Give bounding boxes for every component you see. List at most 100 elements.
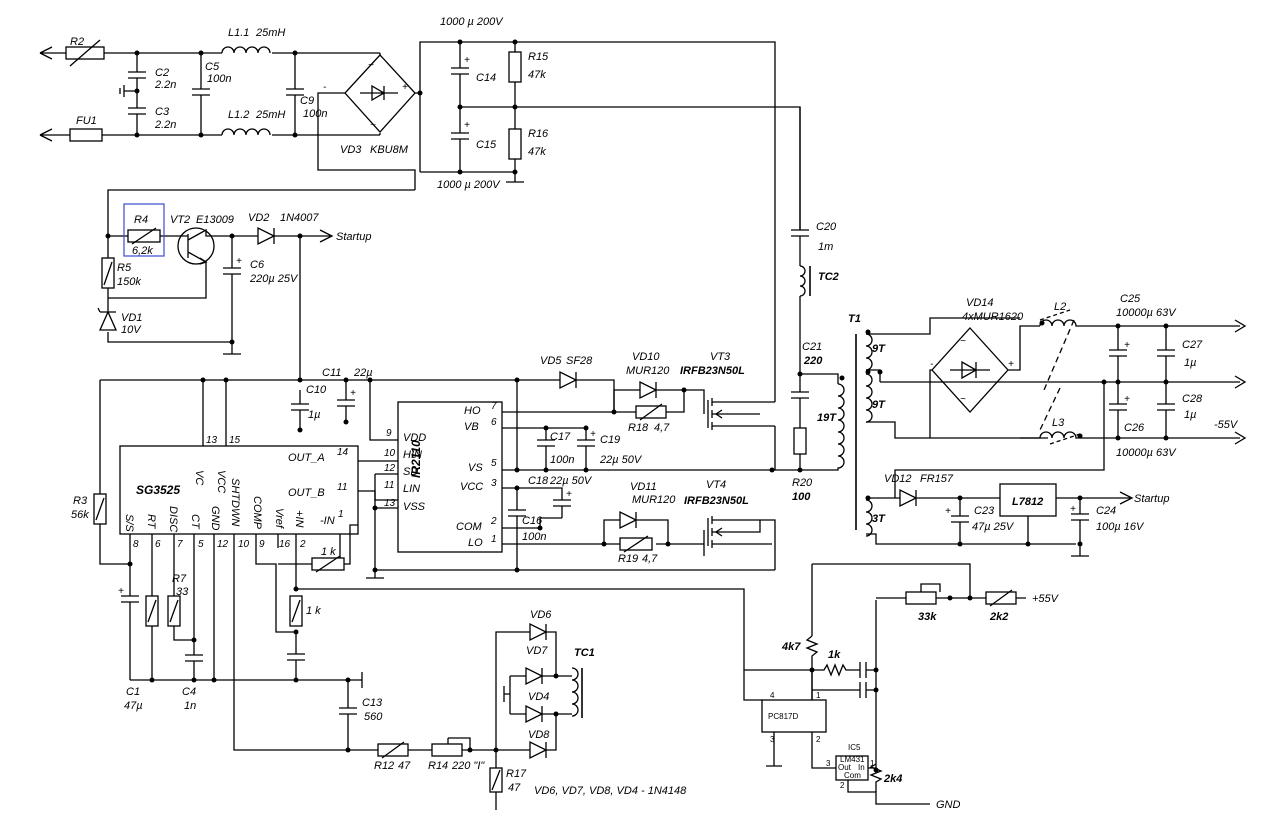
plus-55v-label: +55V bbox=[1032, 593, 1060, 605]
c15-rating: 1000 µ 200V bbox=[437, 179, 501, 191]
r5-label: R5 bbox=[117, 262, 132, 274]
c4-value: 1n bbox=[184, 700, 196, 712]
c1-label: C1 bbox=[126, 686, 140, 698]
tc2-label: TC2 bbox=[818, 271, 839, 283]
lm431-label: LM431 bbox=[840, 755, 865, 764]
l7812-label: L7812 bbox=[1012, 496, 1043, 508]
c16-label: C16 bbox=[522, 515, 543, 527]
sg-pin-gnd: GND bbox=[209, 506, 221, 531]
c2-value: 2.2n bbox=[154, 79, 176, 91]
c11-value: 22µ bbox=[353, 367, 373, 379]
r17-value: 47 bbox=[508, 782, 521, 794]
c21-value: 220 bbox=[803, 355, 823, 367]
svg-text:10: 10 bbox=[238, 539, 250, 550]
r12-value: 47 bbox=[398, 760, 411, 772]
l3-label: L3 bbox=[1052, 417, 1065, 429]
svg-text:2: 2 bbox=[299, 539, 306, 550]
pc817-pin-3: 3 bbox=[770, 735, 775, 744]
r12-label: R12 bbox=[374, 760, 394, 772]
c28-value: 1µ bbox=[1184, 409, 1196, 421]
r4-highlight-box bbox=[123, 203, 165, 257]
r16-value: 47k bbox=[528, 146, 546, 158]
svg-text:-: - bbox=[930, 359, 934, 370]
sg-pin-ct: CT bbox=[189, 514, 201, 530]
r4-label: R4 bbox=[134, 214, 148, 226]
svg-text:~: ~ bbox=[370, 120, 376, 131]
svg-text:1: 1 bbox=[338, 509, 344, 520]
ir2110-chip bbox=[397, 401, 503, 553]
c23-label: C23 bbox=[974, 505, 995, 517]
svg-text:+: + bbox=[1124, 394, 1130, 405]
r7-value: 33 bbox=[176, 586, 189, 598]
c13-label: C13 bbox=[362, 697, 383, 709]
c25-label: C25 bbox=[1120, 293, 1141, 305]
winding-3t: 3T bbox=[872, 513, 886, 525]
ir-pin-ho: HO bbox=[464, 405, 481, 417]
c14-rating: 1000 µ 200V bbox=[440, 16, 504, 28]
lm431-pin-out: Out bbox=[838, 763, 852, 772]
gnd-label: GND bbox=[936, 799, 961, 811]
minus-55v-label: -55V bbox=[1214, 419, 1239, 431]
c5-label: C5 bbox=[205, 61, 220, 73]
r-1k-label-a: 1 k bbox=[321, 546, 336, 558]
t1-transformer: T1 9T 9T 3T bbox=[848, 313, 1240, 537]
svg-text:5: 5 bbox=[198, 539, 204, 550]
ir-pin-vcc: VCC bbox=[460, 481, 483, 493]
r16-label: R16 bbox=[528, 128, 549, 140]
ir-pin-com: COM bbox=[456, 521, 483, 533]
svg-text:+: + bbox=[464, 55, 470, 66]
svg-text:9: 9 bbox=[386, 428, 392, 439]
primary-section: C20 1m TC2 C21 220 19T R20 100 bbox=[791, 107, 845, 503]
vd6-label: VD6 bbox=[530, 609, 552, 621]
c2-label: C2 bbox=[155, 67, 169, 79]
r14-label: R14 bbox=[428, 760, 448, 772]
svg-text:+: + bbox=[1124, 340, 1130, 351]
diode-note: VD6, VD7, VD8, VD4 - 1N4148 bbox=[534, 785, 687, 797]
vd4-label: VD4 bbox=[528, 691, 549, 703]
sg-pin-rt: RT bbox=[145, 514, 157, 530]
c19-value: 22µ 50V bbox=[599, 454, 643, 466]
fu1-label: FU1 bbox=[76, 115, 97, 127]
c27-value: 1µ bbox=[1184, 357, 1196, 369]
c16-value: 100n bbox=[522, 531, 546, 543]
svg-text:9: 9 bbox=[259, 539, 265, 550]
vt2-label: VT2 bbox=[170, 214, 190, 226]
vt3-label: VT3 bbox=[710, 351, 731, 363]
c3-value: 2.2n bbox=[154, 119, 176, 131]
vd11-label: VD11 bbox=[630, 481, 657, 493]
r-2k4-label: 2k4 bbox=[883, 773, 902, 785]
c28-label: C28 bbox=[1182, 393, 1203, 405]
sg-pin-shtdwn: SHTDWN bbox=[229, 478, 241, 526]
r2-label: R2 bbox=[70, 36, 84, 48]
sg-pin-outa: OUT_A bbox=[288, 452, 325, 464]
ir-pin-lo: LO bbox=[468, 537, 483, 549]
bulk-capacitor-section: ++ 1000 µ 200V C14 C15 1000 µ 200V R15 4… bbox=[417, 16, 801, 230]
l12-value: 25mH bbox=[255, 109, 285, 121]
pc817-pin-4: 4 bbox=[770, 691, 775, 700]
svg-text:13: 13 bbox=[384, 498, 396, 509]
r19-value: 4,7 bbox=[642, 553, 658, 565]
r5-value: 150k bbox=[117, 276, 141, 288]
svg-text:+: + bbox=[464, 120, 470, 131]
pc817-optocoupler bbox=[761, 699, 827, 733]
c25-value: 10000µ 63V bbox=[1116, 307, 1177, 319]
output-rectifier-section: -+ ~~ ++ VD14 4xMUR1620 L2 L3 C25 10000µ… bbox=[894, 293, 1247, 498]
c1-value: 47µ bbox=[124, 700, 143, 712]
svg-text:12: 12 bbox=[384, 463, 396, 474]
vd14-label: VD14 bbox=[966, 297, 994, 309]
svg-text:~: ~ bbox=[960, 394, 966, 405]
vd10-value: MUR120 bbox=[626, 365, 670, 377]
sg3525-chip bbox=[119, 445, 359, 535]
r3-value: 56k bbox=[71, 509, 89, 521]
svg-text:+: + bbox=[350, 388, 356, 399]
r15-value: 47k bbox=[528, 69, 546, 81]
vd7-label: VD7 bbox=[526, 645, 548, 657]
vd14-value: 4xMUR1620 bbox=[962, 311, 1024, 323]
sg-pin-comp: COMP bbox=[251, 496, 263, 530]
svg-text:+: + bbox=[118, 586, 124, 597]
sg-pin-vc: VC bbox=[193, 470, 205, 485]
lm431-regulator bbox=[835, 755, 869, 781]
svg-text:2: 2 bbox=[490, 516, 497, 527]
